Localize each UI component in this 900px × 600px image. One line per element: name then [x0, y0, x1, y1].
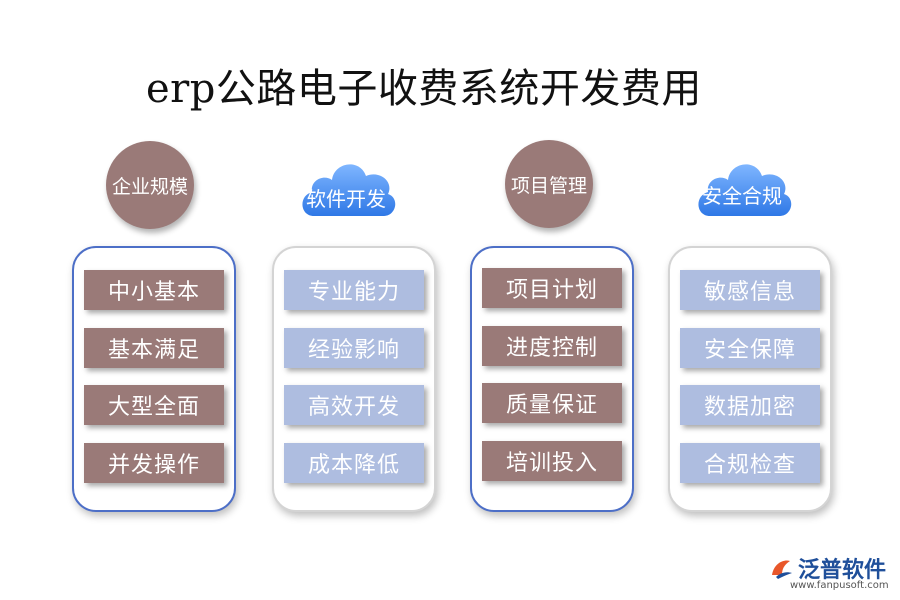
list-item: 培训投入 — [482, 441, 622, 481]
panel-software-dev: 专业能力 经验影响 高效开发 成本降低 — [272, 246, 436, 512]
panel-security-compliance: 敏感信息 安全保障 数据加密 合规检查 — [668, 246, 832, 512]
list-item: 合规检查 — [680, 443, 820, 483]
list-item: 进度控制 — [482, 326, 622, 366]
logo-url: www.fanpusoft.com — [790, 580, 889, 591]
header-circle-enterprise-scale: 企业规模 — [106, 141, 194, 229]
list-item: 数据加密 — [680, 385, 820, 425]
list-item: 成本降低 — [284, 443, 424, 483]
list-item: 质量保证 — [482, 383, 622, 423]
list-item: 中小基本 — [84, 270, 224, 310]
brand-logo: 泛普软件 — [768, 552, 886, 584]
list-item: 高效开发 — [284, 385, 424, 425]
logo-icon — [772, 560, 792, 579]
list-item: 专业能力 — [284, 270, 424, 310]
list-item: 项目计划 — [482, 268, 622, 308]
cloud-icon — [698, 164, 792, 216]
cloud-icon — [302, 164, 396, 216]
panel-enterprise-scale: 中小基本 基本满足 大型全面 并发操作 — [72, 246, 236, 512]
page-title: erp公路电子收费系统开发费用 — [146, 66, 702, 112]
logo-name: 泛普软件 — [798, 558, 887, 583]
panel-project-mgmt: 项目计划 进度控制 质量保证 培训投入 — [470, 246, 634, 512]
cloud-label-security-compliance: 安全合规 — [702, 184, 782, 208]
list-item: 安全保障 — [680, 328, 820, 368]
list-item: 并发操作 — [84, 443, 224, 483]
header-circle-project-mgmt: 项目管理 — [505, 140, 593, 228]
list-item: 经验影响 — [284, 328, 424, 368]
list-item: 敏感信息 — [680, 270, 820, 310]
list-item: 大型全面 — [84, 385, 224, 425]
list-item: 基本满足 — [84, 328, 224, 368]
cloud-label-software-dev: 软件开发 — [306, 187, 386, 211]
